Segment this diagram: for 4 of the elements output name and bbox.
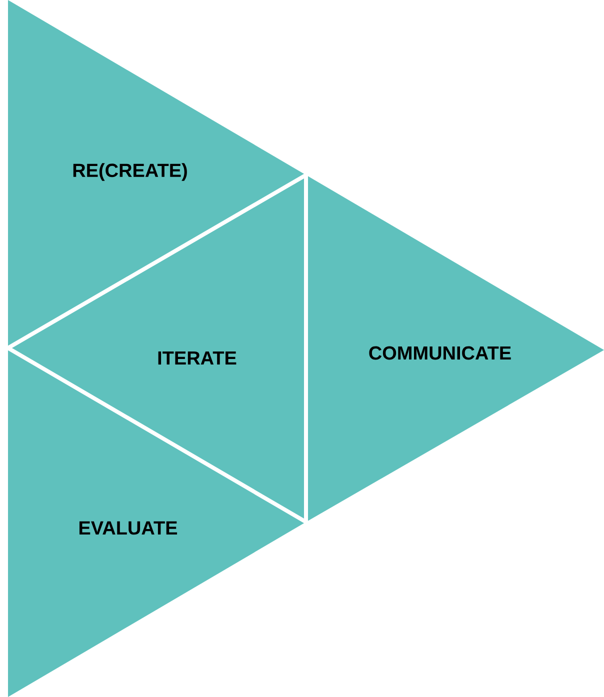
node-label: EVALUATE [79, 521, 178, 535]
triangle: COMMUNICATE [306, 175, 604, 522]
triangle: RE(CREATE) [8, 0, 306, 348]
node-label: ITERATE [158, 351, 236, 365]
